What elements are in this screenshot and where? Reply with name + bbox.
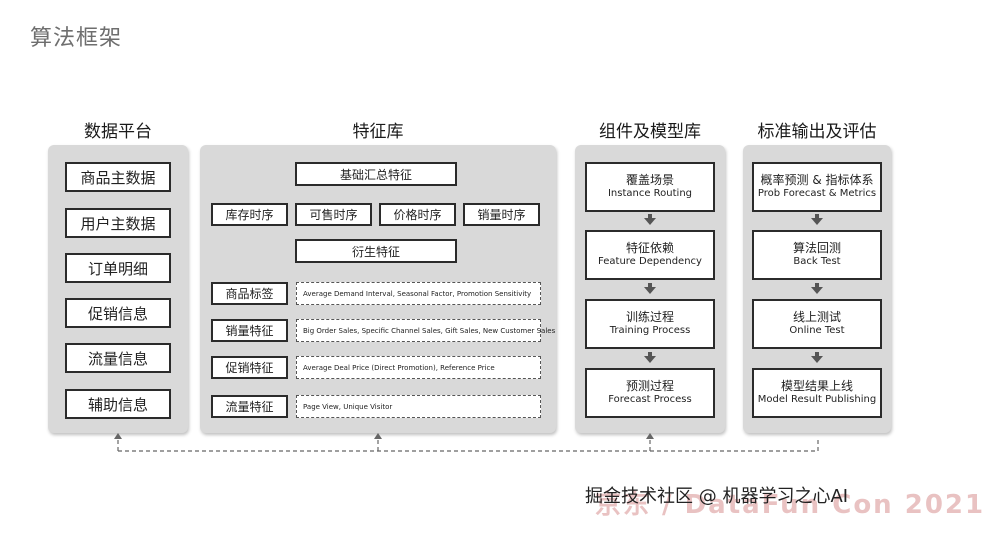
- feature-group-label: 流量特征: [211, 395, 288, 418]
- flow-arrow-down-icon: [811, 218, 823, 225]
- data-source-item: 订单明细: [65, 253, 171, 283]
- component-step-zh: 特征依赖: [625, 241, 674, 256]
- output-step-en: Prob Forecast & Metrics: [757, 188, 877, 200]
- arrow-up-icon: [646, 433, 654, 439]
- component-step: 预测过程 Forecast Process: [585, 368, 715, 418]
- output-step: 模型结果上线 Model Result Publishing: [752, 368, 882, 418]
- community-watermark: 掘金技术社区 @ 机器学习之心AI: [585, 486, 849, 507]
- flow-arrow-stem: [648, 283, 652, 287]
- event-logo-watermark: 京东 / DataFun Con 2021: [595, 490, 985, 520]
- component-step: 训练过程 Training Process: [585, 299, 715, 349]
- flow-arrow-down-icon: [811, 287, 823, 294]
- time-series-box: 销量时序: [463, 203, 540, 226]
- page-title: 算法框架: [30, 26, 123, 51]
- output-step-zh: 概率预测 & 指标体系: [760, 173, 874, 188]
- output-step-en: Model Result Publishing: [757, 394, 877, 406]
- data-source-item: 流量信息: [65, 343, 171, 373]
- time-series-box: 库存时序: [211, 203, 288, 226]
- flow-arrow-stem: [648, 214, 652, 218]
- output-step-en: Back Test: [793, 256, 841, 268]
- time-series-box: 价格时序: [379, 203, 456, 226]
- data-source-item: 商品主数据: [65, 162, 171, 192]
- output-step: 线上测试 Online Test: [752, 299, 882, 349]
- flow-arrow-stem: [815, 352, 819, 356]
- base-feature-box: 基础汇总特征: [295, 162, 457, 186]
- component-step-zh: 预测过程: [625, 379, 674, 394]
- feature-store-heading: 特征库: [352, 122, 404, 142]
- output-step: 概率预测 & 指标体系 Prob Forecast & Metrics: [752, 162, 882, 212]
- output-step-zh: 算法回测: [792, 241, 841, 256]
- output-step-en: Online Test: [789, 325, 845, 337]
- flow-arrow-stem: [815, 283, 819, 287]
- arrow-up-icon: [374, 433, 382, 439]
- component-step-zh: 训练过程: [625, 310, 674, 325]
- arrow-up-icon: [114, 433, 122, 439]
- derived-feature-box: 衍生特征: [295, 239, 457, 263]
- data-source-item: 促销信息: [65, 298, 171, 328]
- component-step-en: Instance Routing: [607, 188, 693, 200]
- component-step-en: Training Process: [609, 325, 691, 337]
- data-source-item: 用户主数据: [65, 208, 171, 238]
- data-source-item: 辅助信息: [65, 389, 171, 419]
- component-step-en: Feature Dependency: [598, 256, 702, 268]
- flow-arrow-down-icon: [811, 356, 823, 363]
- feedback-loop-connector: [114, 433, 819, 452]
- flow-arrow-down-icon: [644, 218, 656, 225]
- flow-arrow-down-icon: [644, 356, 656, 363]
- feature-group-desc: Average Demand Interval, Seasonal Factor…: [296, 282, 541, 305]
- component-step: 覆盖场景 Instance Routing: [585, 162, 715, 212]
- components-heading: 组件及模型库: [599, 122, 701, 142]
- flow-arrow-stem: [648, 352, 652, 356]
- feature-group-desc: Page View, Unique Visitor: [296, 395, 541, 418]
- feature-group-desc: Big Order Sales, Specific Channel Sales,…: [296, 319, 555, 342]
- output-step: 算法回测 Back Test: [752, 230, 882, 280]
- feature-group-label: 商品标签: [211, 282, 288, 305]
- component-step-en: Forecast Process: [608, 394, 692, 406]
- feature-group-desc: Average Deal Price (Direct Promotion), R…: [296, 356, 541, 379]
- output-step-zh: 线上测试: [792, 310, 841, 325]
- component-step: 特征依赖 Feature Dependency: [585, 230, 715, 280]
- feature-group-label: 促销特征: [211, 356, 288, 379]
- output-step-zh: 模型结果上线: [780, 379, 853, 394]
- time-series-box: 可售时序: [295, 203, 372, 226]
- component-step-zh: 覆盖场景: [625, 173, 674, 188]
- flow-arrow-stem: [815, 214, 819, 218]
- data-platform-heading: 数据平台: [84, 122, 152, 142]
- output-heading: 标准输出及评估: [757, 122, 877, 142]
- data-platform-panel: [48, 145, 188, 433]
- flow-arrow-down-icon: [644, 287, 656, 294]
- feature-group-label: 销量特征: [211, 319, 288, 342]
